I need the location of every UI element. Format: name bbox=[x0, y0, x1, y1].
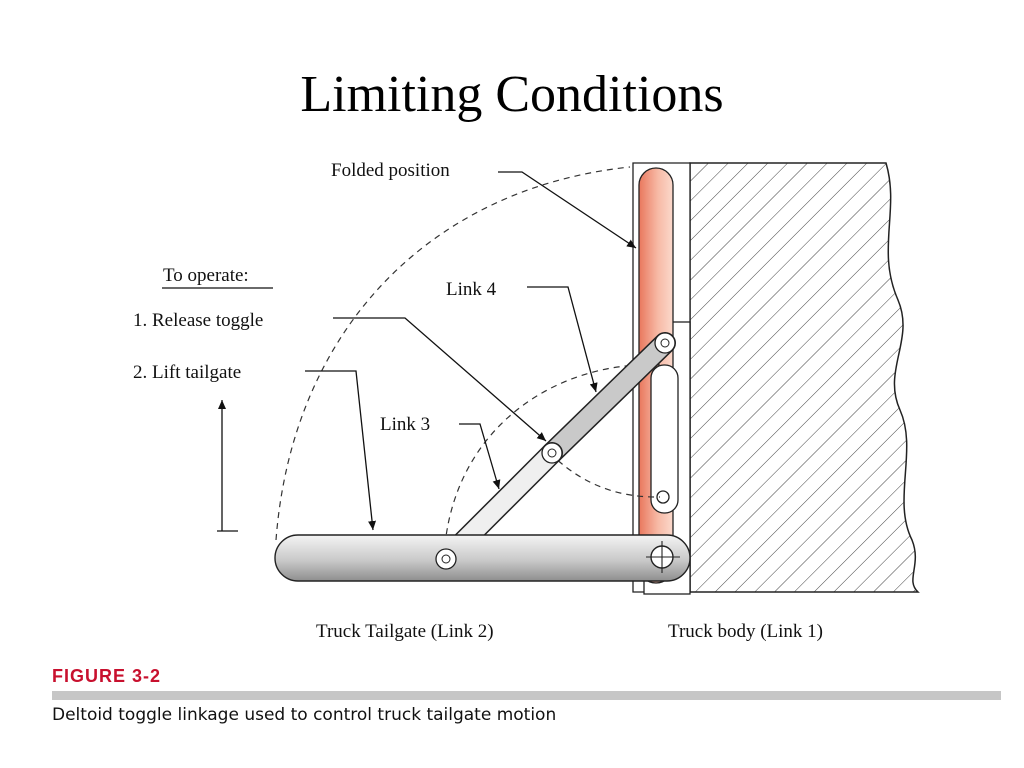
joint-tailgate-link3 bbox=[435, 548, 457, 570]
joint-link3-link4 bbox=[541, 442, 563, 464]
guide-slot bbox=[650, 364, 679, 514]
figure-caption: Deltoid toggle linkage used to control t… bbox=[52, 705, 557, 725]
link-4 bbox=[541, 332, 676, 464]
lift-arrow bbox=[217, 400, 238, 532]
joint-link4-body bbox=[654, 332, 676, 354]
label-lift-tailgate: 2. Lift tailgate bbox=[133, 362, 241, 383]
figure-number: FIGURE 3-2 bbox=[52, 666, 162, 686]
slide-title: Limiting Conditions bbox=[300, 66, 724, 123]
label-folded-position: Folded position bbox=[331, 160, 450, 181]
label-link-3: Link 3 bbox=[380, 414, 430, 435]
label-to-operate: To operate: bbox=[163, 265, 249, 286]
label-truck-tailgate: Truck Tailgate (Link 2) bbox=[316, 621, 494, 642]
pivot-joints bbox=[435, 332, 680, 573]
label-truck-body: Truck body (Link 1) bbox=[668, 621, 823, 642]
label-release-toggle: 1. Release toggle bbox=[133, 310, 263, 331]
figure-divider bbox=[52, 691, 1001, 700]
slot-pin bbox=[656, 490, 670, 504]
label-link-4: Link 4 bbox=[446, 279, 497, 300]
leader-lines bbox=[217, 171, 637, 532]
tailgate-bar bbox=[274, 534, 691, 582]
